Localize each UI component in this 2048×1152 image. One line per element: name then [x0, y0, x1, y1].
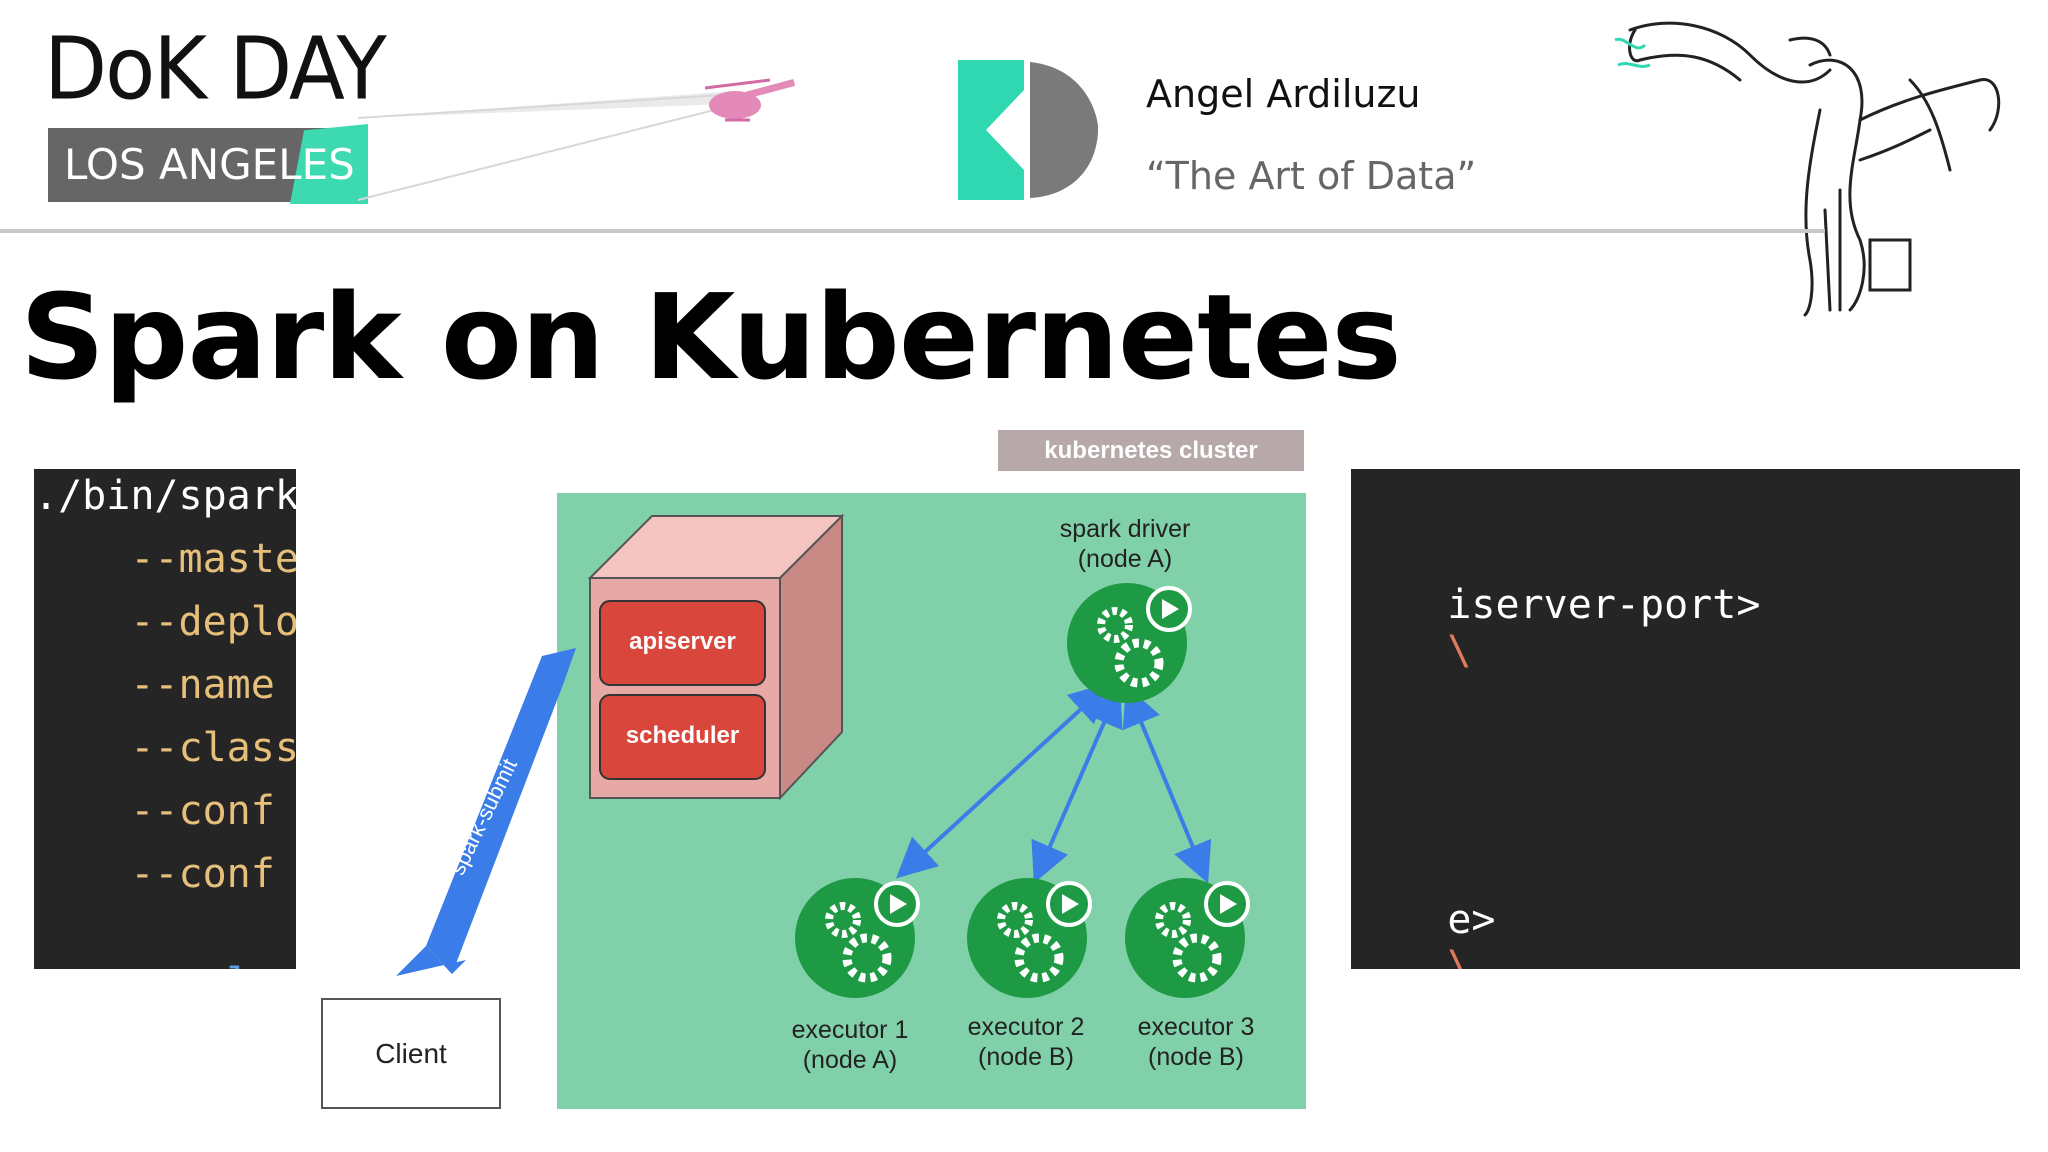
event-logo-title: DoK DAY	[44, 19, 387, 120]
philosopher-sketch-icon	[1614, 21, 2001, 317]
gear-icon	[1155, 902, 1191, 938]
executor2-pod	[967, 878, 1092, 998]
play-icon	[1162, 599, 1179, 619]
spark-driver-label-line2: (node A)	[1077, 545, 1173, 573]
spark-submit-text: spark-submit	[444, 755, 522, 879]
code-line: --maste	[34, 536, 296, 582]
code-line: e>	[1447, 897, 1496, 943]
executor1-pod	[795, 878, 920, 998]
gear-icon	[1097, 607, 1133, 643]
gear-icon	[1014, 933, 1064, 983]
spark-driver-label: spark driver (node A)	[1045, 514, 1205, 574]
event-logo-subtitle: LOS ANGELES	[64, 140, 355, 189]
event-logo-accent	[290, 124, 368, 204]
pod-graph	[795, 583, 1250, 998]
executor3-label: executor 3 (node B)	[1116, 1012, 1276, 1072]
code-line: --deplo	[34, 599, 296, 645]
gear-icon	[997, 902, 1033, 938]
arrow-driver-executor2	[1031, 685, 1123, 884]
apiserver-box: apiserver	[629, 628, 736, 655]
executor2-label-line2: (node B)	[978, 1043, 1074, 1071]
arrow-driver-executor3	[1122, 685, 1212, 884]
talk-title: “The Art of Data”	[1146, 154, 1477, 198]
code-panel-right: iserver-port> \ e> \	[1351, 469, 2020, 969]
helicopter-icon	[357, 78, 796, 201]
play-icon	[890, 894, 907, 914]
client-box: Client	[321, 998, 501, 1109]
code-line: --name	[34, 662, 275, 708]
spark-driver-pod	[1067, 583, 1192, 703]
executor2-label-line1: executor 2	[967, 1013, 1085, 1041]
slide-title: Spark on Kubernetes	[20, 268, 1402, 406]
code-line: ./bin/spark	[34, 473, 296, 519]
code-token: local	[130, 960, 296, 969]
arrow-driver-executor1	[896, 682, 1110, 879]
spark-driver-label-line1: spark driver	[1059, 515, 1191, 543]
dok-logo-icon	[958, 60, 1098, 200]
spark-submit-arrow	[396, 648, 576, 976]
gear-icon	[1114, 638, 1164, 688]
play-icon	[1062, 894, 1079, 914]
scheduler-box: scheduler	[625, 722, 740, 749]
gear-icon	[842, 933, 892, 983]
executor1-label: executor 1 (node A)	[770, 1015, 930, 1075]
code-line: --class	[34, 725, 296, 771]
executor2-label: executor 2 (node B)	[946, 1012, 1106, 1072]
header-divider	[0, 229, 1825, 233]
play-icon	[1220, 894, 1237, 914]
executor1-label-line1: executor 1	[791, 1016, 909, 1044]
gear-icon	[1172, 933, 1222, 983]
gear-icon	[825, 902, 861, 938]
code-line-continuation: \	[1447, 628, 1472, 674]
code-line: --conf	[34, 788, 275, 834]
spark-submit-label: spark-submit	[444, 755, 522, 879]
executor3-pod	[1125, 878, 1250, 998]
code-line: iserver-port>	[1447, 582, 1761, 628]
executor1-label-line2: (node A)	[802, 1046, 898, 1074]
master-node-cube	[587, 513, 845, 801]
speaker-name: Angel Ardiluzu	[1146, 72, 1421, 116]
executor3-label-line1: executor 3	[1137, 1013, 1255, 1041]
code-line-continuation: \	[1447, 943, 1472, 969]
code-line: --conf	[34, 851, 275, 897]
code-panel-left: ./bin/spark --maste --deplo --name --cla…	[34, 469, 296, 969]
executor3-label-line2: (node B)	[1148, 1043, 1244, 1071]
cluster-label: kubernetes cluster	[998, 430, 1304, 471]
